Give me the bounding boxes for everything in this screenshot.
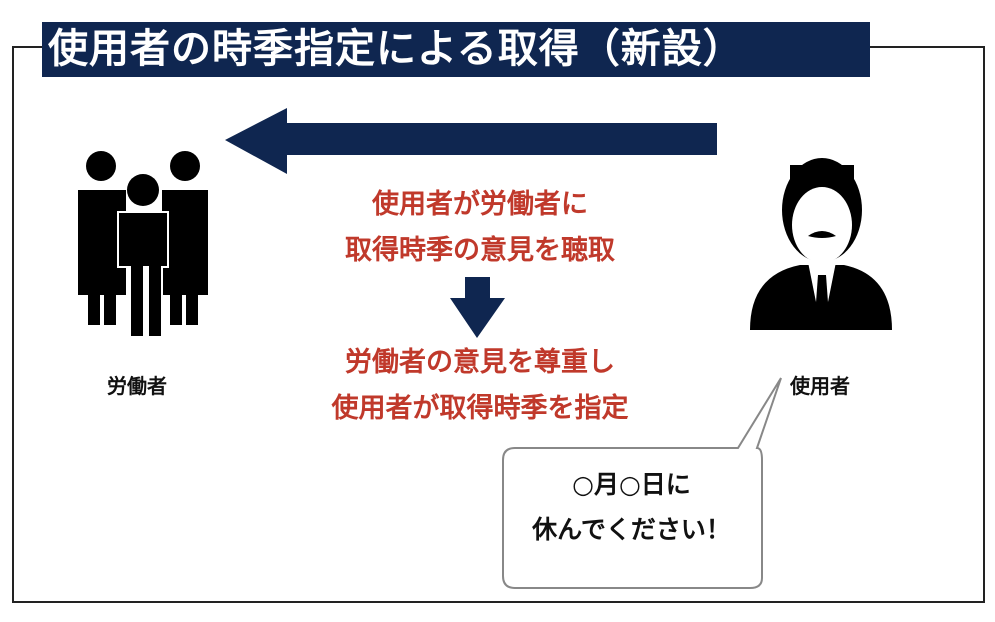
step1-text: 使用者が労働者に 取得時季の意見を聴取 — [290, 182, 670, 274]
step1-line: 取得時季の意見を聴取 — [345, 235, 615, 266]
page-title: 使用者の時季指定による取得（新設） — [42, 22, 870, 77]
speech-bubble — [502, 377, 782, 589]
step2-text: 労働者の意見を尊重し 使用者が取得時季を指定 — [290, 340, 670, 432]
employer-label: 使用者 — [790, 374, 850, 398]
employer-icon — [750, 158, 892, 332]
step2-line: 労働者の意見を尊重し — [345, 347, 615, 378]
speech-line: ○月○日に — [572, 470, 691, 499]
step2-line: 使用者が取得時季を指定 — [331, 393, 629, 424]
step1-line: 使用者が労働者に — [372, 189, 588, 220]
down-arrow-icon — [450, 277, 505, 338]
speech-line: 休んでください！ — [532, 515, 731, 544]
workers-icon — [78, 151, 208, 338]
left-arrow-icon — [225, 108, 717, 174]
workers-label: 労働者 — [107, 374, 167, 398]
speech-text: ○月○日に 休んでください！ — [503, 462, 760, 552]
